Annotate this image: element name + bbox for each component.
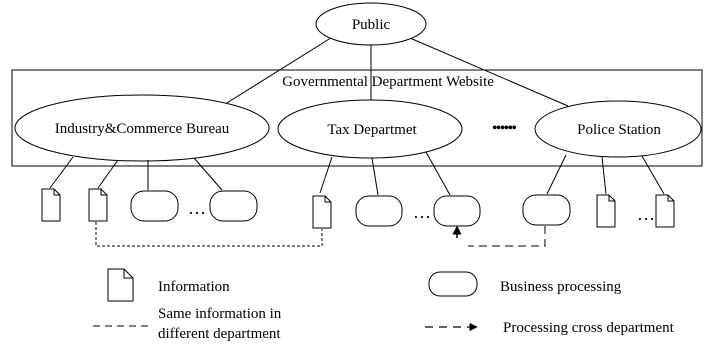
- legend-same-info-line2: different department: [158, 326, 281, 342]
- edge-public-police: [409, 37, 569, 107]
- edge-police-proc: [546, 154, 567, 195]
- legend-processing-cross: Processing cross department: [503, 320, 675, 336]
- dots-between-depts: ••••••: [492, 121, 517, 136]
- edge-tax-proc1: [371, 157, 379, 196]
- process-node: [433, 195, 481, 227]
- edge-industry-proc2: [193, 157, 223, 191]
- process-node: [130, 190, 179, 222]
- edge-police-doc1: [601, 156, 607, 195]
- cross-process-link: [468, 226, 546, 247]
- industry-node: [14, 94, 270, 162]
- doc-icon: [596, 194, 616, 228]
- legend-business-processing: Business processing: [500, 279, 622, 295]
- legend-information: Information: [158, 279, 230, 295]
- legend-process-icon: [428, 271, 478, 297]
- legend-doc-icon: [107, 268, 134, 302]
- edge-industry-doc2: [97, 159, 119, 189]
- edge-police-doc2: [641, 155, 665, 195]
- doc-icon: [655, 194, 675, 228]
- police-node: [534, 100, 702, 158]
- ellipsis-industry: …: [188, 198, 206, 218]
- website-title: Governmental Department Website: [282, 74, 494, 90]
- doc-icon: [41, 188, 61, 222]
- process-node: [209, 190, 258, 222]
- doc-icon: [312, 195, 332, 229]
- tax-label: Tax Departmet: [327, 122, 417, 138]
- ellipsis-police: …: [637, 204, 655, 224]
- ellipsis-tax: …: [413, 202, 431, 222]
- edge-public-industry: [221, 35, 335, 107]
- doc-icon: [88, 188, 108, 222]
- tax-node: [277, 99, 463, 159]
- edge-industry-doc1: [49, 156, 74, 189]
- website-frame: [11, 69, 703, 167]
- edge-tax-doc: [319, 156, 333, 194]
- legend-same-info-line1: Same information in: [158, 306, 282, 322]
- public-label: Public: [352, 17, 391, 33]
- edge-tax-proc2: [425, 151, 451, 196]
- process-node: [522, 194, 571, 226]
- public-node: [315, 2, 427, 46]
- same-info-link: [95, 222, 323, 247]
- police-label: Police Station: [577, 122, 661, 138]
- industry-label: Industry&Commerce Bureau: [55, 121, 230, 137]
- process-node: [355, 195, 403, 227]
